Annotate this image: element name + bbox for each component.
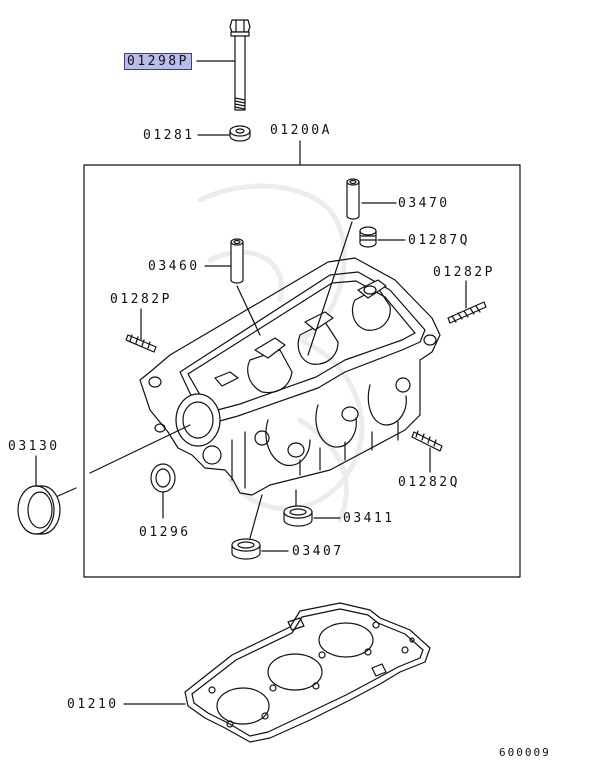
plug[interactable] xyxy=(359,226,377,248)
oil-seal[interactable] xyxy=(17,485,61,535)
part-label-guide-sleeve[interactable]: 03470 xyxy=(398,196,450,211)
valve-guide[interactable] xyxy=(346,178,360,220)
cylinder-head[interactable] xyxy=(139,257,441,496)
part-label-cup-lower[interactable]: 03407 xyxy=(292,544,344,559)
stud-left[interactable] xyxy=(125,334,157,353)
part-label-stud-right[interactable]: 01282P xyxy=(433,265,495,280)
stud-lower[interactable] xyxy=(411,430,443,452)
part-label-guide-left[interactable]: 03460 xyxy=(148,259,200,274)
part-label-gasket[interactable]: 01210 xyxy=(67,697,119,712)
cup-right[interactable] xyxy=(283,505,313,527)
head-assembly-frame xyxy=(83,164,521,578)
cup-lower[interactable] xyxy=(231,538,261,560)
part-label-head-assembly[interactable]: 01200A xyxy=(270,123,332,138)
part-label-washer[interactable]: 01281 xyxy=(143,128,195,143)
valve-guide-2[interactable] xyxy=(230,238,244,284)
part-label-plug[interactable]: 01287Q xyxy=(408,233,470,248)
seal-ring[interactable] xyxy=(150,463,176,493)
part-label-stud-left[interactable]: 01282P xyxy=(110,292,172,307)
washer[interactable] xyxy=(229,125,251,142)
part-label-bolt[interactable]: 01298P xyxy=(124,53,192,70)
part-label-stud-lower[interactable]: 01282Q xyxy=(398,475,460,490)
head-bolt[interactable] xyxy=(229,19,251,111)
part-label-cup-right[interactable]: 03411 xyxy=(343,511,395,526)
watermark-logo xyxy=(197,183,365,523)
diagram-code: 600009 xyxy=(499,746,551,759)
part-label-ring-lower[interactable]: 01296 xyxy=(139,525,191,540)
part-label-seal[interactable]: 03130 xyxy=(8,439,60,454)
head-gasket[interactable] xyxy=(184,602,431,743)
stud-right[interactable] xyxy=(447,301,487,324)
